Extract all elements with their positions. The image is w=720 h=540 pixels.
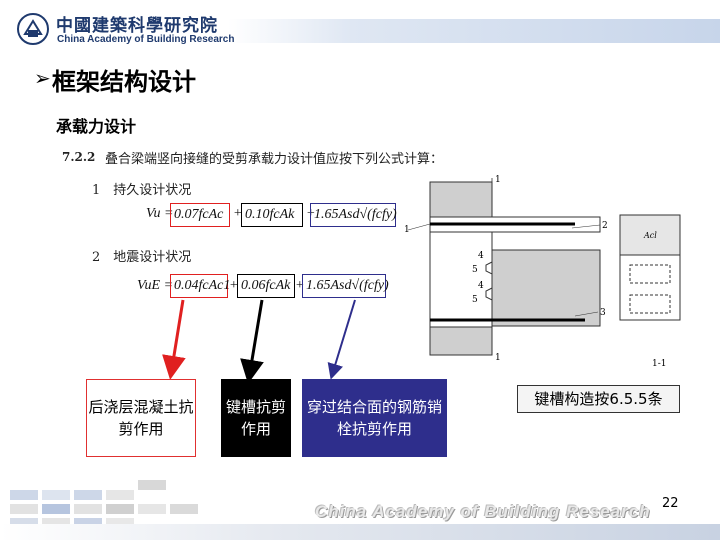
formula2-term3: 1.65Asd√(fcfy)	[302, 274, 389, 298]
label-1: 1	[404, 225, 410, 235]
key-construction-note: 键槽构造按6.5.5条	[517, 385, 680, 413]
callout-dowel-shear: 穿过结合面的钢筋销栓抗剪作用	[302, 379, 447, 457]
formula1-term3: 1.65Asd√(fcfy)	[310, 203, 397, 227]
footer-decoration	[10, 480, 198, 528]
formula2-plus1: +	[229, 278, 239, 293]
case2-label: 2 地震设计状况	[92, 250, 192, 265]
black-arrow	[240, 299, 264, 384]
label-4b: 4	[478, 281, 484, 291]
formula1-lhs: Vu =	[146, 206, 174, 221]
callout-concrete-shear: 后浇层混凝土抗剪作用	[86, 379, 196, 457]
callout-key-shear: 键槽抗剪作用	[221, 379, 291, 457]
beam-joint-diagram: 1 1 1 2 3 4 5 4 5 Acl 1-1	[404, 175, 681, 369]
clause-text: 叠合梁端竖向接缝的受剪承载力设计值应按下列公式计算：	[105, 152, 444, 167]
label-5a: 5	[472, 265, 478, 275]
label-2: 2	[602, 221, 608, 231]
formula2-lhs: VuE =	[137, 278, 174, 293]
formula1-plus1: +	[233, 206, 243, 221]
section-area-label: Acl	[643, 231, 657, 240]
case1-label: 1 持久设计状况	[92, 183, 192, 198]
header-gradient-bar	[228, 19, 720, 43]
formula2-term2: 0.06fcAk	[237, 274, 295, 298]
title-bullet-icon: ➢	[34, 66, 51, 90]
formula2-plus2: +	[295, 278, 305, 293]
clause-number: 7.2.2	[62, 150, 96, 164]
label-3: 3	[600, 308, 606, 318]
label-5b: 5	[472, 295, 478, 305]
formula1-term1: 0.07fcAc	[170, 203, 230, 227]
org-name-en: China Academy of Building Research	[57, 34, 235, 45]
page-number: 22	[662, 496, 679, 511]
section-mark-bottom: 1	[495, 353, 501, 363]
formula2-term1: 0.04fcAc1	[170, 274, 230, 298]
blue-arrow	[327, 299, 356, 380]
cabr-logo-icon	[17, 13, 49, 45]
formula1-term2: 0.10fcAk	[241, 203, 303, 227]
footer-bar	[0, 524, 720, 540]
org-name-cn: 中國建築科學研究院	[56, 16, 218, 36]
slide-title: 框架结构设计	[52, 68, 196, 96]
section-mark-top: 1	[495, 175, 501, 185]
footer-org-name: China Academy of Building Research	[315, 502, 651, 521]
section-title: 1-1	[652, 359, 667, 369]
slide-subtitle: 承载力设计	[56, 117, 137, 136]
label-4a: 4	[478, 251, 484, 261]
red-arrow	[162, 299, 186, 380]
